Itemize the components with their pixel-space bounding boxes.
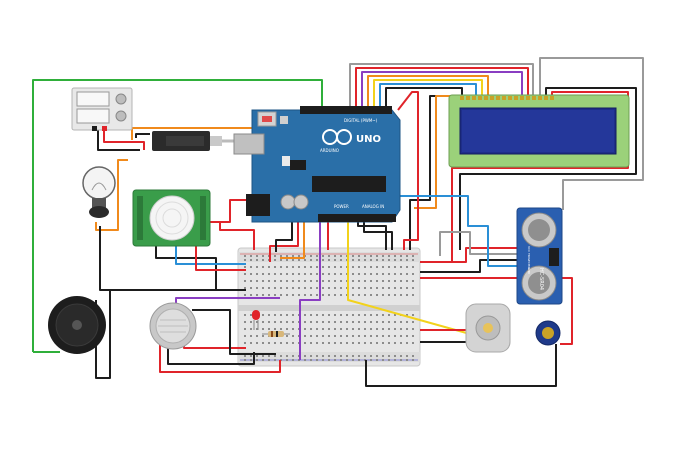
wire-black-bulb	[99, 226, 110, 291]
wire-black-left-lcd	[409, 95, 450, 250]
gas-sensor[interactable]	[149, 302, 197, 350]
wire-grey-right	[539, 57, 644, 210]
breadboard[interactable]	[237, 247, 421, 367]
wire-red-left-loop	[200, 221, 255, 250]
wire-purple-ard	[299, 222, 321, 360]
breadboard-holes	[244, 255, 414, 361]
arduino-digital-header: DIGITAL (PWM~)	[344, 118, 378, 123]
wire-red-lcd	[397, 91, 419, 250]
wire-yellow-top	[373, 79, 483, 108]
wire-black-ard-1	[357, 220, 387, 250]
wire-black-gas2	[192, 309, 276, 355]
light-bulb[interactable]	[82, 166, 116, 218]
wire-blue-us	[396, 195, 520, 267]
led[interactable]	[252, 310, 260, 330]
wire-red-gas2	[183, 340, 246, 349]
ultrasonic-sensor[interactable]: HC-SR04 VCC TRIG ECHO GND	[516, 207, 563, 305]
wire-red-us	[420, 247, 520, 263]
wire-black-us	[420, 259, 520, 273]
arduino-analog-header: ANALOG IN	[362, 204, 384, 209]
wire-black-buzzer	[95, 289, 240, 379]
ultrasonic-pin-echo: ECHO	[527, 260, 531, 269]
arduino-power-header: POWER	[334, 204, 349, 209]
wire-black-ard-2	[363, 220, 393, 250]
lcd-16x2[interactable]	[448, 94, 630, 168]
wire-black-gas	[167, 340, 255, 365]
wire-black-ard-bb	[275, 222, 293, 252]
dc-motor[interactable]	[465, 303, 511, 353]
wire-red-ps	[103, 130, 145, 150]
ultrasonic-pin-gnd: GND	[527, 267, 531, 275]
piezo-buzzer[interactable]	[48, 296, 106, 354]
potentiometer[interactable]	[535, 320, 561, 346]
wire-black-top	[385, 87, 463, 108]
lcd-pins	[460, 96, 554, 100]
arduino-reset-button[interactable]	[280, 116, 288, 124]
ultrasonic-pin-trig: TRIG	[527, 252, 531, 261]
resistor[interactable]	[262, 331, 290, 337]
arduino-brand: ARDUINO	[320, 148, 339, 153]
arduino-model: UNO	[356, 134, 381, 145]
power-supply[interactable]	[71, 87, 133, 131]
wire-orange-ard	[280, 222, 305, 259]
wire-black-ps	[97, 130, 140, 151]
wire-blue-pir	[175, 246, 246, 265]
wire-purple-top	[361, 71, 523, 108]
arduino-logo	[322, 129, 352, 145]
wire-green-left	[32, 79, 323, 352]
wire-red-pir	[195, 246, 246, 271]
wire-grey-top	[349, 63, 534, 108]
wire-black-usb	[135, 133, 150, 138]
power-supply-knob-2[interactable]	[115, 110, 127, 122]
wire-blue-top	[379, 83, 477, 108]
arduino-uno[interactable]: UNO ARDUINO DIGITAL (PWM~) POWER ANALOG …	[233, 106, 401, 223]
wire-black-bottom	[365, 344, 557, 387]
ultrasonic-model: HC-SR04	[538, 268, 544, 290]
wire-grey-us	[439, 231, 520, 256]
wire-orange-bulb	[95, 159, 128, 231]
wire-red-gas	[159, 330, 281, 373]
wire-red-top	[355, 67, 529, 108]
power-supply-knob-1[interactable]	[115, 93, 127, 105]
wire-orange-lcd	[414, 95, 456, 209]
wire-red-pot	[420, 277, 573, 345]
pir-sensor[interactable]	[132, 189, 211, 247]
ultrasonic-pin-vcc: VCC	[527, 246, 531, 252]
wire-orange-top	[367, 75, 489, 108]
wire-black-right	[459, 87, 637, 250]
wire-black-pir	[155, 246, 246, 291]
wire-red-ard-bb	[269, 222, 299, 262]
